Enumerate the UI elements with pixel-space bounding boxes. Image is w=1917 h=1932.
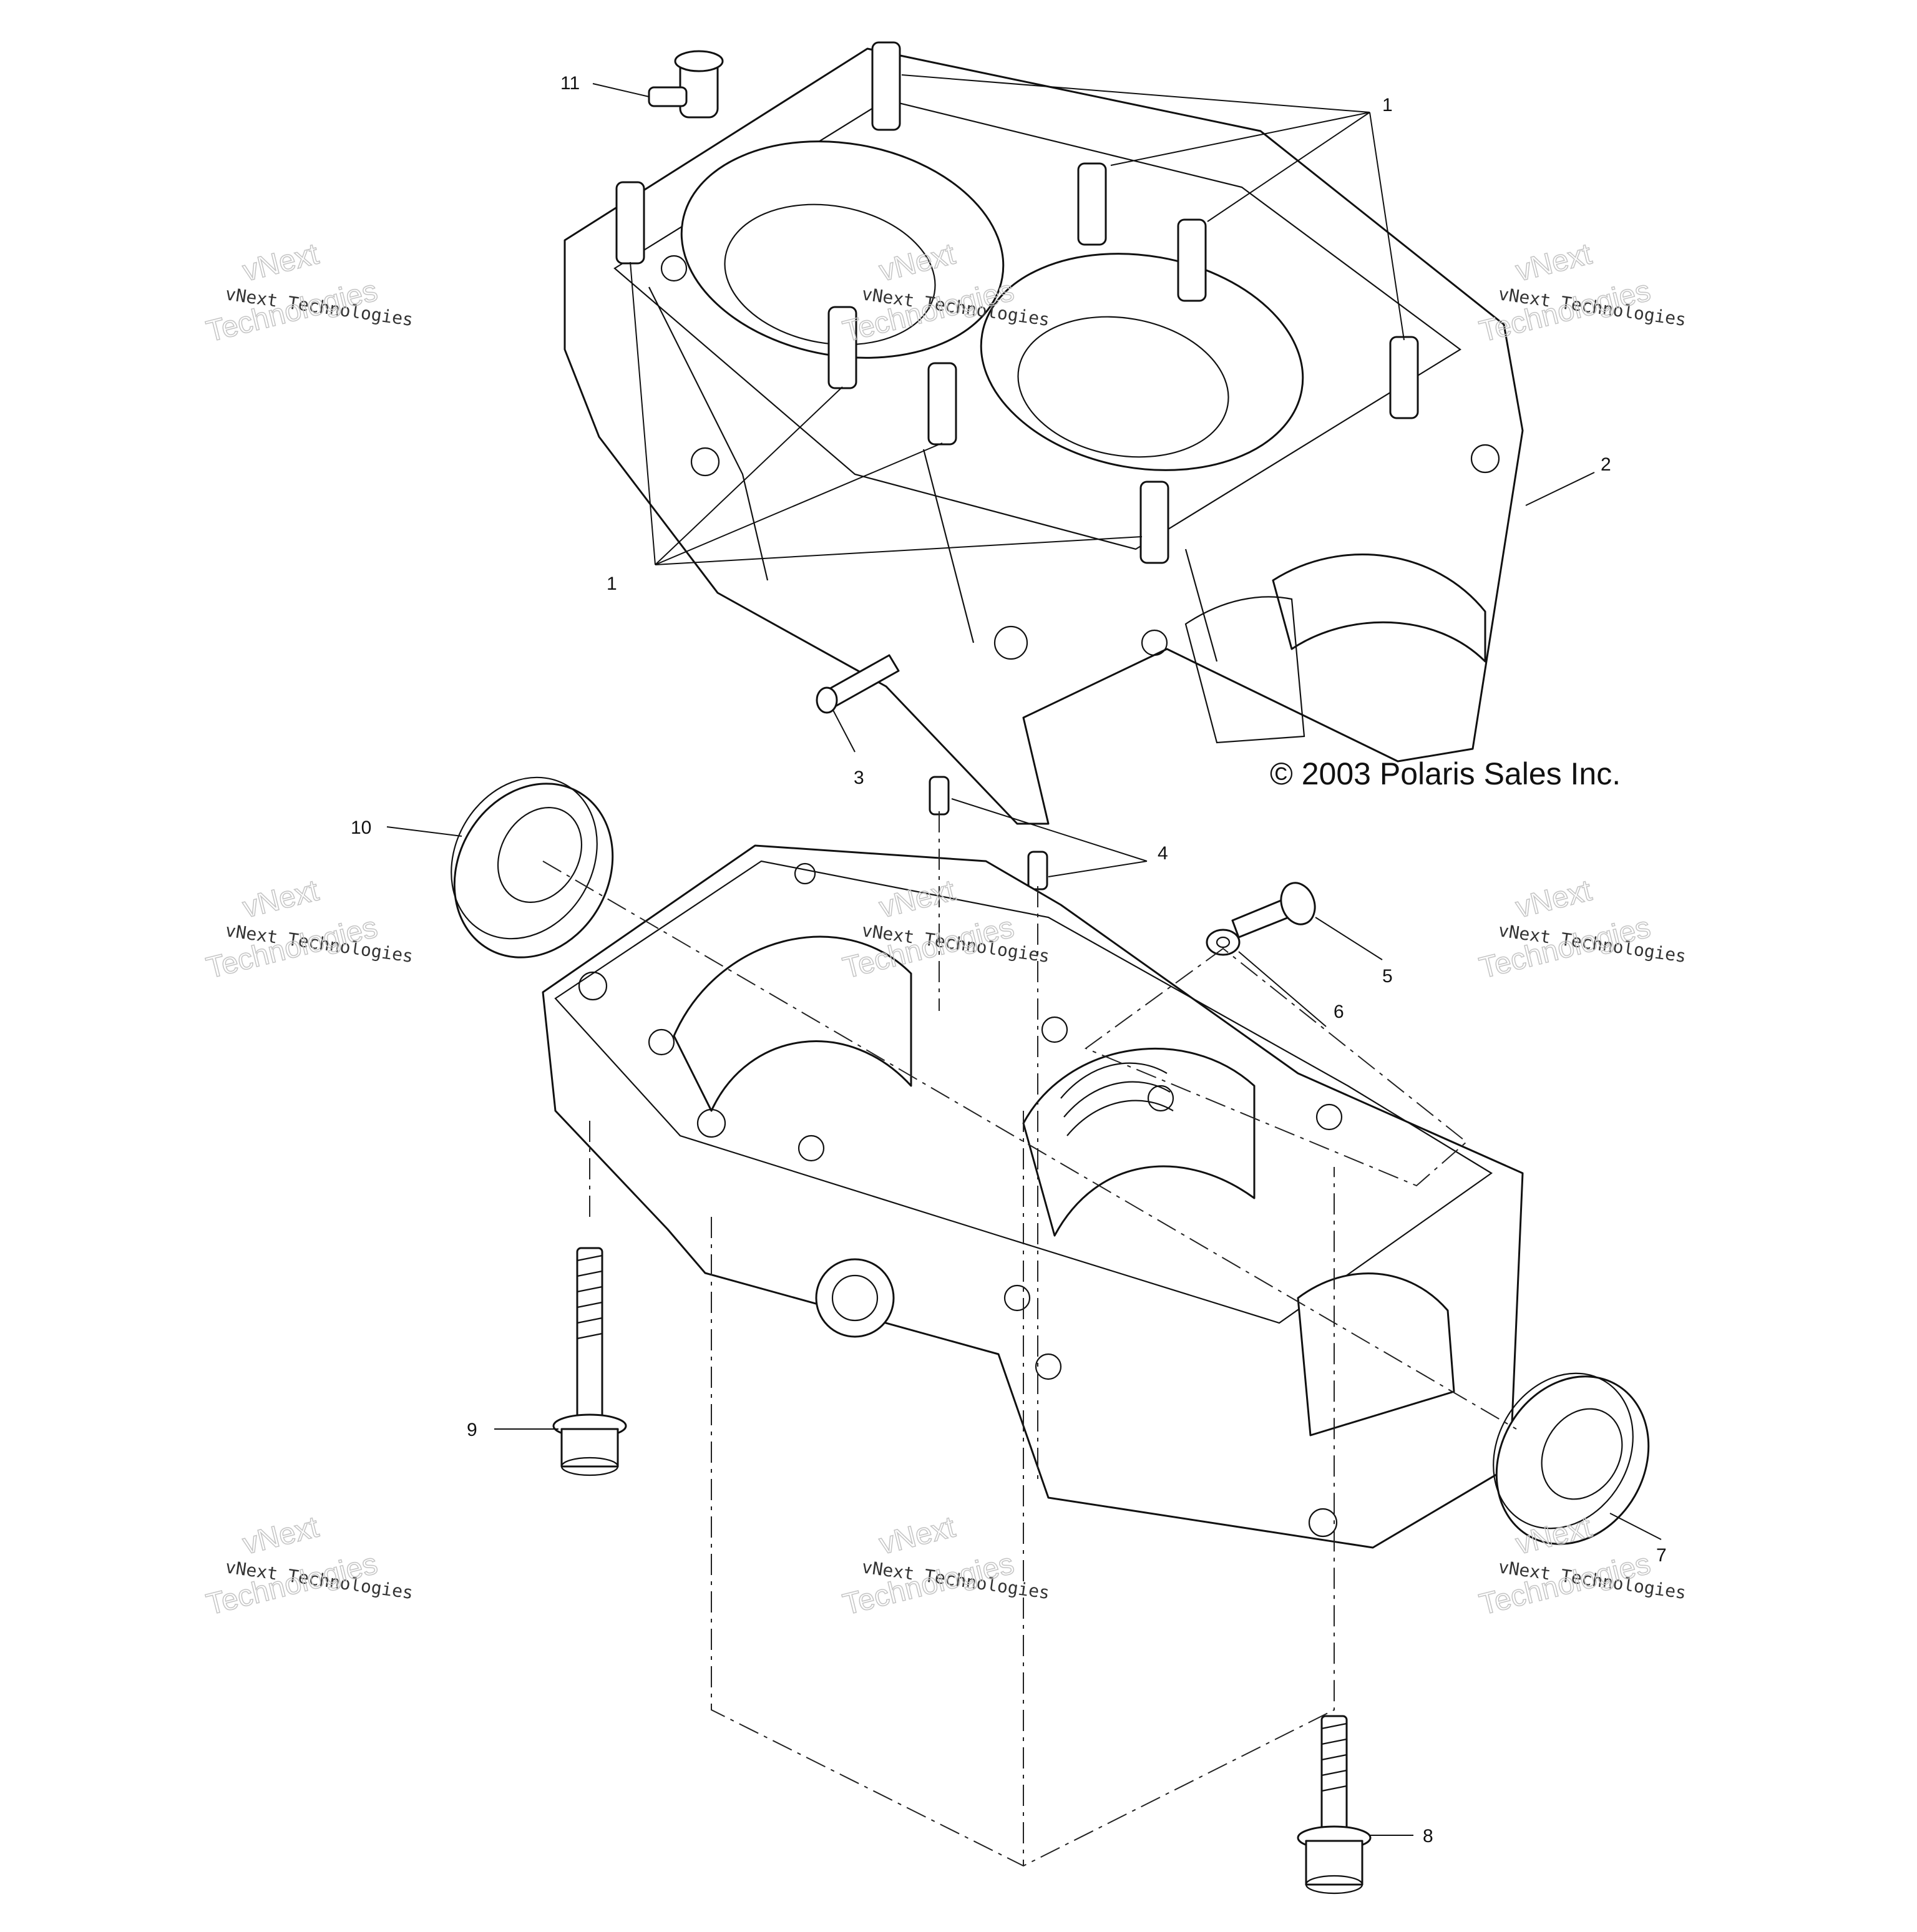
watermark-vnext: vNext xyxy=(240,237,322,288)
callout-7: 7 xyxy=(1656,1545,1667,1566)
callout-1-top: 1 xyxy=(1382,95,1393,115)
assembly-lines xyxy=(542,811,1517,1867)
watermark-bottom-left: vNext vNext Technologies Technologies xyxy=(203,1510,414,1622)
callout-labels: 1 1 2 3 4 5 6 7 8 9 10 11 xyxy=(351,73,1667,1847)
callout-8: 8 xyxy=(1423,1826,1433,1847)
dowel-pin xyxy=(816,654,900,714)
crank-seal-left xyxy=(451,776,614,959)
flange-bolt-bottom xyxy=(1297,1715,1372,1895)
callout-2: 2 xyxy=(1601,454,1611,475)
callout-6: 6 xyxy=(1334,1002,1344,1022)
copyright-notice: © 2003 Polaris Sales Inc. xyxy=(1270,756,1621,791)
watermark-bottom-right: vNext vNext Technologies Technologies xyxy=(1476,1510,1687,1622)
callout-1-bottom: 1 xyxy=(607,573,617,594)
callout-10: 10 xyxy=(351,817,371,838)
watermark-vnext: vNext xyxy=(1513,237,1595,288)
callout-11: 11 xyxy=(560,73,580,94)
flange-bolt-small xyxy=(1231,882,1316,939)
callout-9: 9 xyxy=(467,1420,477,1440)
cylinder-studs xyxy=(615,41,1419,564)
callout-3: 3 xyxy=(854,768,864,788)
crank-seal-right xyxy=(1493,1372,1650,1545)
washer xyxy=(1206,929,1241,956)
callout-5: 5 xyxy=(1382,966,1393,987)
watermark-vnext: vNext xyxy=(876,1510,958,1561)
watermark-top-left: vNext vNext Technologies Technologies xyxy=(203,237,414,349)
callout-4: 4 xyxy=(1158,843,1168,864)
watermark-mid-right: vNext vNext Technologies Technologies xyxy=(1476,874,1687,986)
elbow-fitting xyxy=(648,50,724,119)
watermark-top-right: vNext vNext Technologies Technologies xyxy=(1476,237,1687,349)
watermark-mid-left: vNext vNext Technologies Technologies xyxy=(203,874,414,986)
leader-lines xyxy=(386,74,1662,1836)
upper-crankcase xyxy=(563,47,1524,825)
watermark-bottom-center: vNext vNext Technologies Technologies xyxy=(839,1510,1051,1622)
watermark-vnext: vNext xyxy=(240,1510,322,1561)
long-flange-bolt xyxy=(552,1247,627,1476)
lower-crankcase xyxy=(542,844,1524,1549)
watermark-vnext: vNext xyxy=(1513,874,1595,924)
locating-dowels xyxy=(929,776,1048,890)
watermark-vnext: vNext xyxy=(240,874,322,924)
